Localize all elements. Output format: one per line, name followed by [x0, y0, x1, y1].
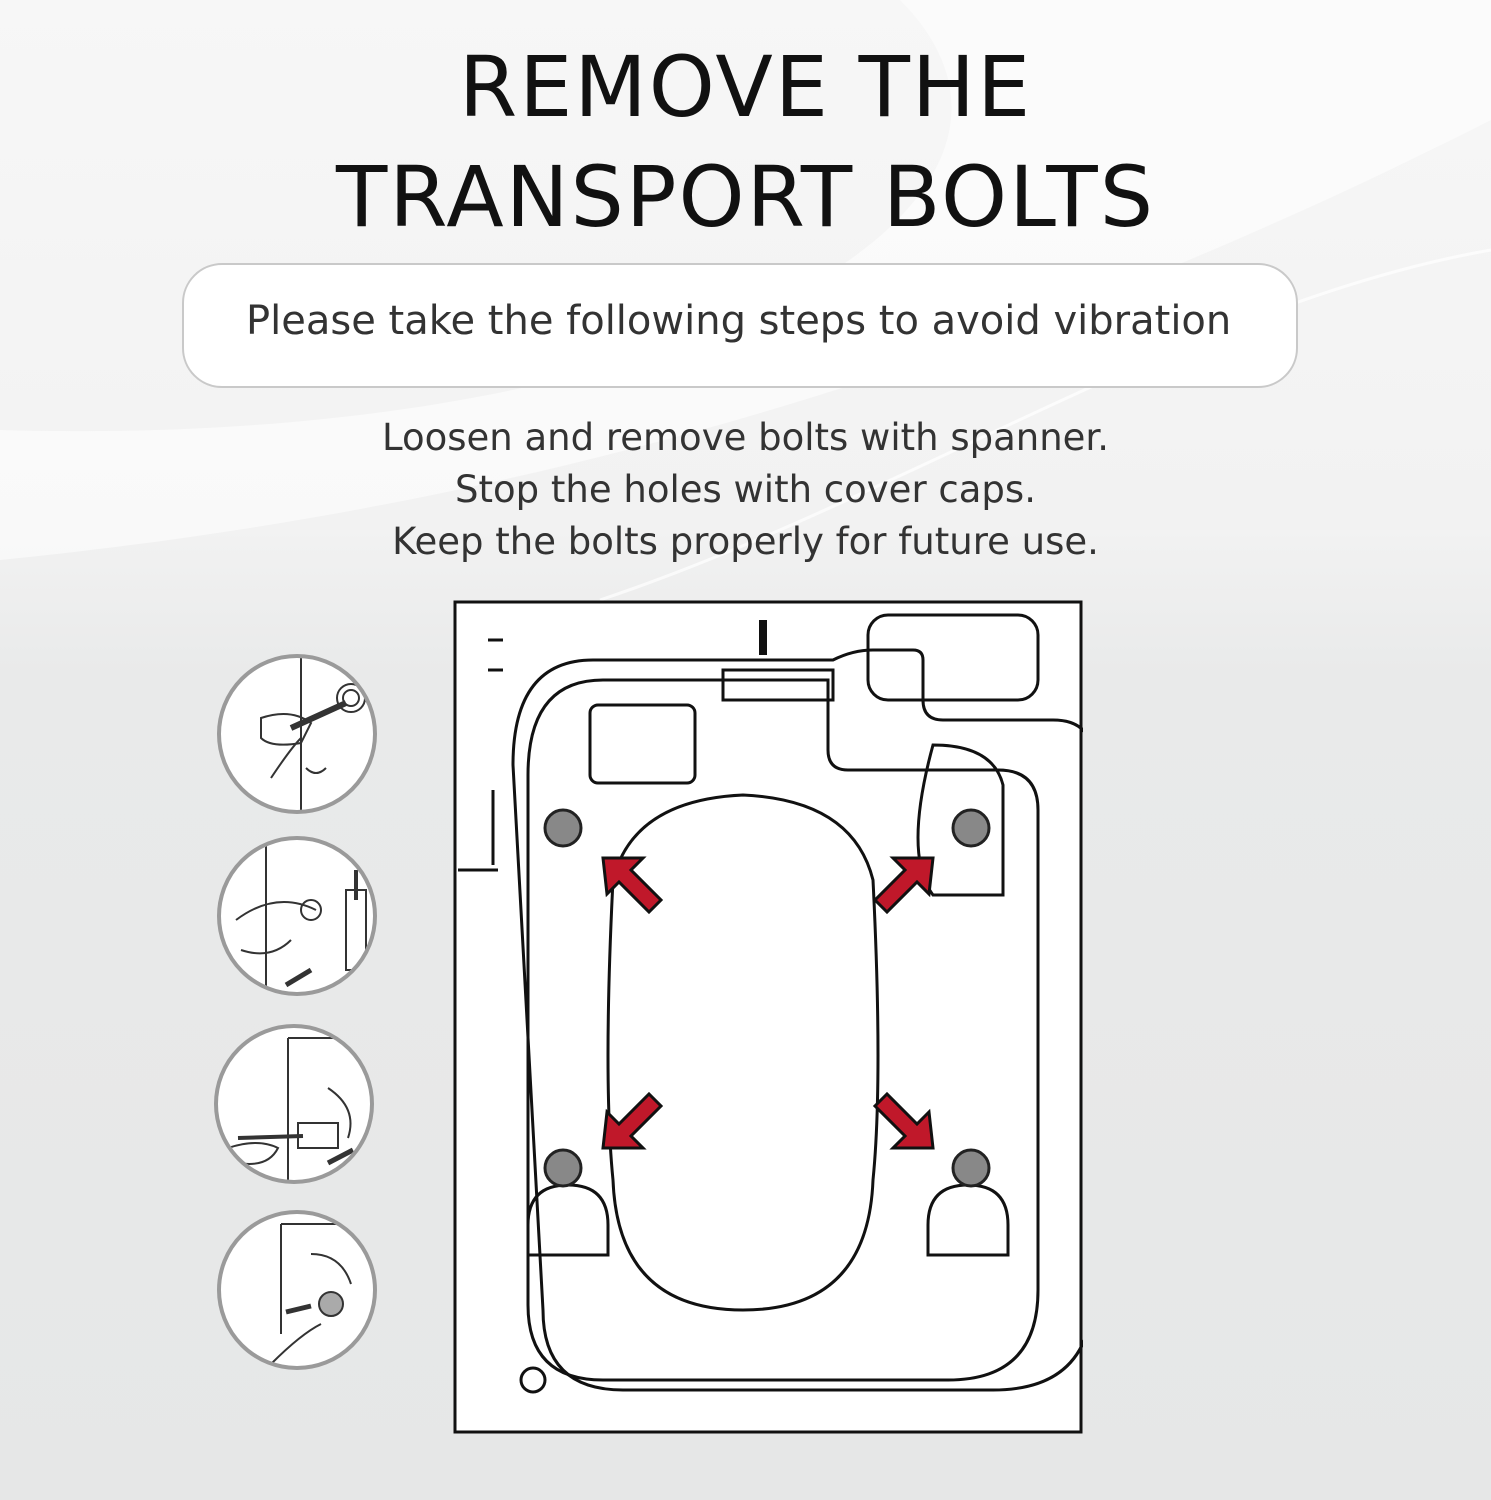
- steps-list: Loosen and remove bolts with spanner. St…: [0, 412, 1491, 568]
- title-line-1: REMOVE THE: [458, 38, 1033, 136]
- red-arrows: [601, 856, 935, 1150]
- step-3: Keep the bolts properly for future use.: [392, 520, 1099, 563]
- pull-out-bolt-icon: [214, 1024, 374, 1184]
- title-line-2: TRANSPORT BOLTS: [335, 148, 1156, 246]
- subtitle-box: Please take the following steps to avoid…: [182, 263, 1298, 388]
- loosen-bolt-icon: [217, 654, 377, 814]
- transport-bolts: [543, 808, 991, 1188]
- step-1: Loosen and remove bolts with spanner.: [381, 416, 1109, 459]
- step-2: Stop the holes with cover caps.: [455, 468, 1036, 511]
- subtitle: Please take the following steps to avoid…: [246, 298, 1232, 344]
- insert-cover-cap-icon: [217, 1210, 377, 1370]
- washing-machine-back-diagram: [453, 600, 1083, 1434]
- remove-bolt-icon: [217, 836, 377, 996]
